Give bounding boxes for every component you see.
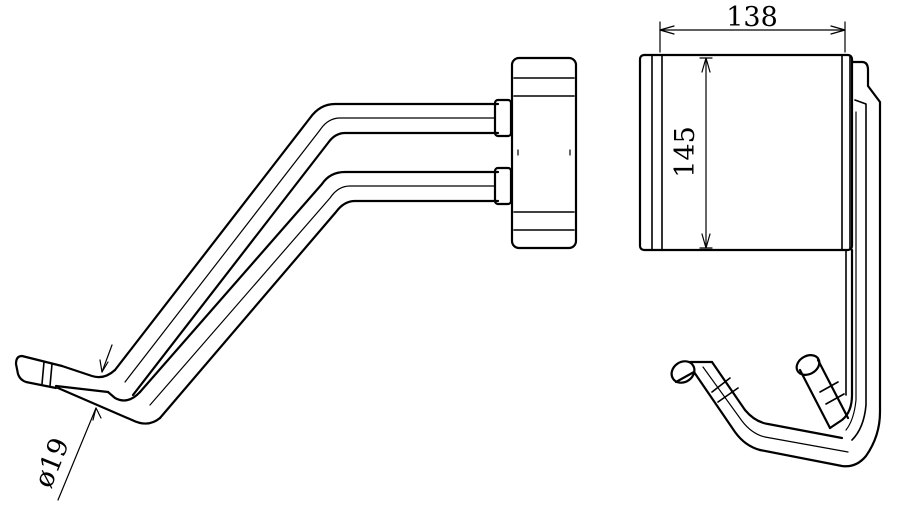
core-lower-tube-outer [828, 248, 854, 430]
upper-pipe-collar [493, 98, 513, 138]
right-view-heater-core: 138 145 [638, 2, 882, 468]
upper-pipe-highlight [124, 117, 496, 383]
flange-bottom-band [513, 211, 575, 231]
left-outlet-pipe [692, 360, 844, 452]
left-outlet-pipe-ring [711, 377, 739, 403]
flange-top-band [513, 77, 575, 97]
right-outlet-pipe [798, 358, 850, 430]
flange-center-ticks [517, 149, 571, 156]
lower-pipe-bend [56, 386, 162, 425]
core-right-tank-lines [841, 55, 851, 250]
height-dimension-arrows [701, 57, 711, 249]
right-outlet-pipe-end [795, 354, 821, 376]
height-dimension-label: 145 [670, 126, 701, 178]
diameter-label: ø19 [28, 434, 76, 493]
core-right-header [758, 60, 882, 468]
width-dimension-label: 138 [726, 2, 778, 33]
outlet-stub [54, 364, 117, 394]
left-outlet-pipe-sides [674, 360, 714, 384]
left-outlet-pipe-highlight [702, 366, 849, 453]
outlet-stub-tip [14, 354, 64, 390]
lower-pipe-highlight [149, 185, 496, 406]
lower-pipe-collar [493, 166, 513, 206]
diameter-arrows [92, 359, 109, 421]
right-outlet-pipe-ring [819, 381, 845, 405]
outlet-stub-ring [41, 361, 53, 387]
core-right-header-inner [851, 99, 867, 441]
width-dimension-line [659, 21, 846, 53]
core-body [638, 53, 854, 252]
core-right-header-inner2 [845, 111, 857, 431]
left-outlet-pipe-end [670, 360, 696, 384]
width-dimension-arrows [659, 25, 846, 35]
diameter-leader-lines [57, 344, 113, 501]
height-dimension-line [699, 57, 713, 249]
upper-pipe-outline [113, 102, 500, 397]
flange-block [510, 56, 578, 250]
core-left-tank-lines [651, 55, 663, 250]
left-view-pipe-assembly [14, 56, 578, 425]
lower-pipe-outline [138, 170, 500, 420]
